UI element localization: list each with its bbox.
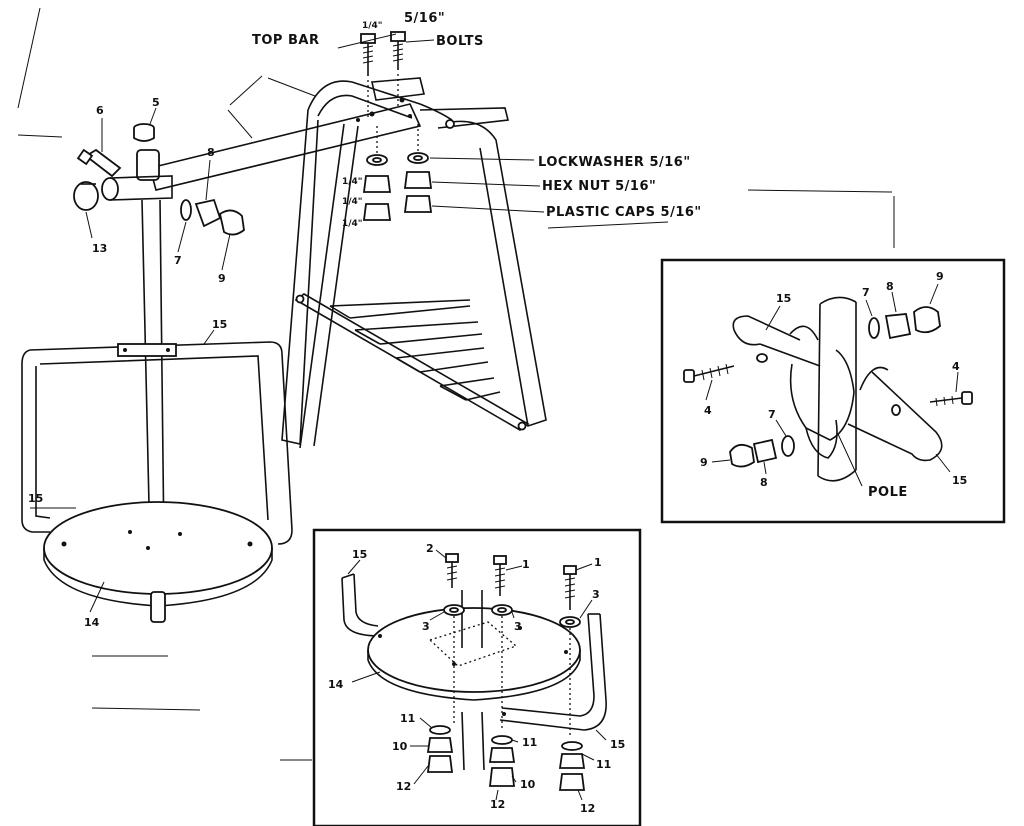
part-number-9: 9 [218, 272, 226, 285]
inset-r-number-15-low: 15 [952, 474, 967, 487]
inset-b-number-3-mid: 3 [514, 620, 522, 633]
inset-b-number-10-mid: 10 [520, 778, 536, 791]
inset-b-number-1-right: 1 [594, 556, 602, 569]
inset-r-number-8-low: 8 [760, 476, 768, 489]
inset-b-number-2: 2 [426, 542, 434, 555]
inset-b-number-11-left: 11 [400, 712, 415, 725]
part-number-7: 7 [174, 254, 182, 267]
label-lockwasher: LOCKWASHER 5/16" [538, 155, 691, 170]
part-number-5: 5 [152, 96, 160, 109]
a-frame-stand [149, 77, 547, 449]
inset-r-number-7: 7 [862, 286, 870, 299]
inset-r-number-15-top: 15 [776, 292, 791, 305]
inset-r-number-9-low: 9 [700, 456, 708, 469]
bottom-inset-detail [312, 528, 642, 826]
right-inset-detail [660, 258, 1006, 524]
inset-b-number-12-left: 12 [396, 780, 411, 793]
label-bolt-size-b: 5/16" [404, 11, 445, 26]
label-top-bar: TOP BAR [252, 33, 319, 48]
label-quarter-2: 1/4" [342, 197, 363, 207]
inset-r-number-7-low: 7 [768, 408, 776, 421]
inset-b-number-1-mid: 1 [522, 558, 530, 571]
inset-r-label-pole: POLE [868, 485, 908, 500]
part-number-13: 13 [92, 242, 107, 255]
inset-b-number-3-right: 3 [592, 588, 600, 601]
pole-stand [21, 123, 293, 623]
inset-r-number-4-right: 4 [952, 360, 960, 373]
part-number-15-top: 15 [212, 318, 227, 331]
label-plastic-caps: PLASTIC CAPS 5/16" [546, 205, 702, 220]
hub-hardware [362, 124, 545, 221]
inset-b-number-14: 14 [328, 678, 344, 691]
label-hex-nut: HEX NUT 5/16" [542, 179, 656, 194]
inset-b-number-15-right: 15 [610, 738, 625, 751]
label-quarter-3: 1/4" [342, 219, 363, 229]
part-number-8: 8 [207, 146, 215, 159]
label-quarter-1: 1/4" [342, 177, 363, 187]
inset-b-number-11-mid: 11 [522, 736, 537, 749]
top-bolts [360, 31, 406, 118]
inset-r-number-9: 9 [936, 270, 944, 283]
inset-r-number-8: 8 [886, 280, 894, 293]
label-bolts: BOLTS [436, 34, 484, 49]
inset-b-number-12-mid: 12 [490, 798, 505, 811]
part-number-6: 6 [96, 104, 104, 117]
inset-b-number-10-left: 10 [392, 740, 408, 753]
part-number-15-side: 15 [28, 492, 43, 505]
part-number-14: 14 [84, 616, 100, 629]
inset-r-number-4-left: 4 [704, 404, 712, 417]
label-bolt-size-a: 1/4" [362, 21, 383, 31]
inset-b-number-11-right: 11 [596, 758, 611, 771]
inset-b-number-12-right: 12 [580, 802, 595, 815]
inset-b-number-3-left: 3 [422, 620, 430, 633]
inset-b-number-15-left: 15 [352, 548, 367, 561]
leader-lines-left [30, 33, 435, 613]
scan-artifacts [17, 7, 895, 761]
